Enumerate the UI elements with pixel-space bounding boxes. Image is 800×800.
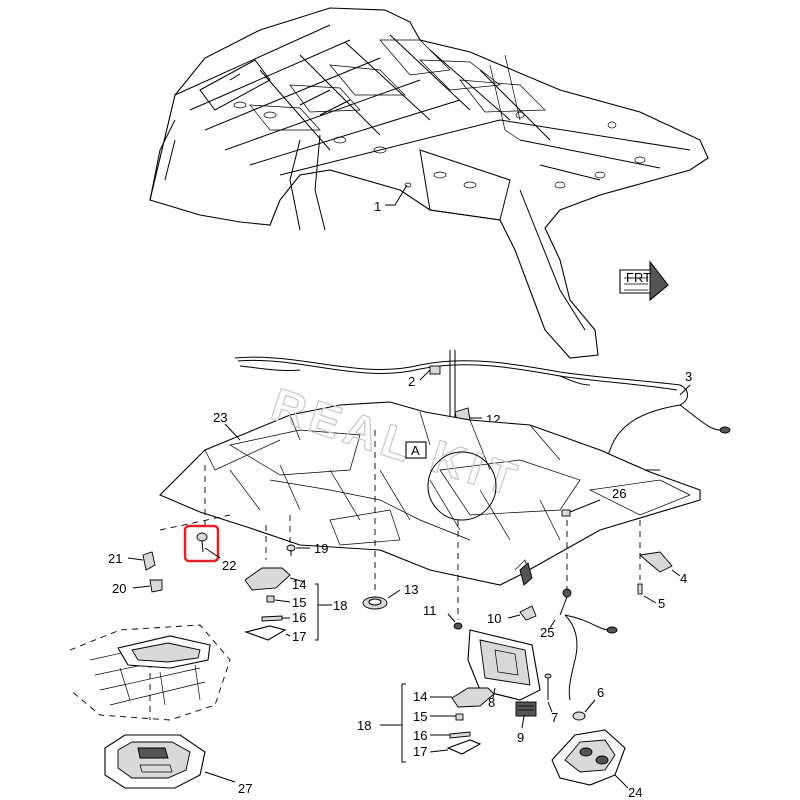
grommet-13 (362, 589, 401, 610)
callout-13: 13 (404, 582, 418, 597)
front-arrow-label: FRT (626, 270, 651, 285)
clip-2 (419, 365, 441, 381)
bracket-4 (638, 551, 681, 577)
clip-20 (132, 579, 163, 593)
callout-5: 5 (658, 596, 665, 611)
callout-24: 24 (628, 785, 642, 800)
callout-4: 4 (680, 571, 687, 586)
callout-20: 20 (112, 581, 126, 596)
callout-25: 25 (540, 625, 554, 640)
drop-lines (149, 430, 641, 720)
callout-18-right: 18 (357, 718, 371, 733)
grab-handle-14-left (244, 567, 306, 591)
sunvisor-8 (467, 629, 541, 701)
callout-22: 22 (222, 558, 236, 573)
leader-line (679, 384, 691, 396)
headliner-panel: REAL KIT (159, 377, 701, 586)
cap-16-left (261, 615, 290, 622)
callout-17-left: 17 (292, 629, 306, 644)
callout-18-left: 18 (333, 598, 347, 613)
leader-line (224, 423, 241, 441)
clip-11 (447, 613, 463, 630)
callout-23: 23 (213, 410, 227, 425)
callout-6: 6 (597, 685, 604, 700)
callout-8: 8 (488, 695, 495, 710)
screw-15-right (430, 713, 464, 721)
screw-19 (286, 544, 310, 556)
highlight-box (183, 524, 220, 563)
cover-17-right (429, 739, 482, 755)
detail-circle (427, 451, 497, 521)
callout-17-right: 17 (413, 744, 427, 759)
screw-15-left (266, 595, 291, 603)
cover-17-left (244, 625, 291, 641)
plug-6 (572, 699, 596, 721)
callout-1: 1 (374, 199, 381, 214)
roof-frame (149, 7, 709, 359)
callout-14-left: 14 (292, 577, 306, 592)
callout-11: 11 (423, 603, 437, 618)
callout-16-right: 16 (413, 728, 427, 743)
callout-27: 27 (238, 781, 252, 796)
callout-7: 7 (551, 710, 558, 725)
callout-15-right: 15 (413, 709, 427, 724)
visor-clip-10 (507, 605, 537, 621)
bracket-18-right (380, 683, 406, 763)
callout-26: 26 (612, 486, 626, 501)
mirror-9 (515, 701, 537, 729)
callout-19: 19 (314, 541, 328, 556)
callout-14-right: 14 (413, 689, 427, 704)
callout-3: 3 (685, 369, 692, 384)
callout-21: 21 (108, 551, 122, 566)
screw-7 (544, 673, 553, 713)
fastener-25 (549, 588, 572, 629)
overhead-console-24 (551, 729, 629, 789)
callout-10: 10 (487, 611, 501, 626)
callout-15-left: 15 (292, 595, 306, 610)
bracket-18-left (315, 583, 332, 641)
dome-lamp-27 (104, 734, 236, 789)
cap-16-right (430, 731, 471, 739)
front-arrow-icon: FRT (619, 260, 669, 302)
screw-5 (637, 583, 657, 604)
wiring-harness (234, 350, 731, 701)
callout-2: 2 (408, 374, 415, 389)
view-marker-box (405, 441, 427, 459)
grab-handle-14-right (430, 687, 495, 708)
screw-22 (196, 532, 221, 559)
leader-line (385, 184, 408, 206)
detail-headliner-section (69, 624, 231, 721)
view-marker: A (411, 443, 420, 458)
clip-21 (127, 551, 156, 571)
callout-16-left: 16 (292, 610, 306, 625)
callout-9: 9 (517, 730, 524, 745)
clip-26 (561, 499, 601, 517)
